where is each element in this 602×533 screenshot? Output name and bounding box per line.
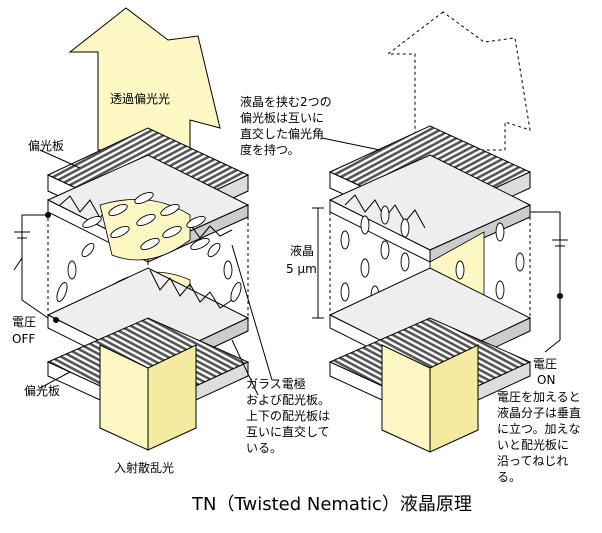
voltage-circuit-off — [13, 212, 59, 323]
on-note-line: る。 — [497, 470, 522, 484]
incident-light-label: 入射散乱光 — [114, 461, 175, 475]
electrode-note: ガラス電極 および配光板。 上下の配光板は 互いに直交して いる。 — [246, 376, 330, 456]
blocked-light-arrow — [386, 11, 531, 151]
electrode-note-line: いる。 — [246, 441, 283, 455]
electrode-note-line: および配光板。 — [246, 393, 331, 407]
left-stack — [13, 7, 273, 451]
incident-light-beam — [99, 344, 197, 451]
diagram-title: TN（Twisted Nematic）液晶原理 — [192, 494, 472, 515]
polarizer-note: 液晶を挟む2つの 偏光板は互いに 直交した偏光角 度を持つ。 — [240, 94, 332, 158]
on-note-line: 沿ってねじれ — [497, 454, 569, 468]
polarizer-note-line: 度を持つ。 — [240, 143, 300, 157]
thickness-value: 5 μm — [286, 262, 317, 276]
electrode-note-line: 上下の配光板は — [246, 409, 331, 423]
polarizer-bottom-label: 偏光板 — [24, 384, 61, 398]
voltage-on-state: ON — [537, 373, 556, 387]
on-note: 電圧を加えると 液晶分子は垂直 に立つ。加えな いと配光板に 沿ってねじれ る。 — [497, 389, 581, 485]
on-note-line: 液晶分子は垂直 — [497, 406, 582, 420]
note-leader — [321, 137, 381, 151]
polarizer-note-line: 偏光板は互いに — [240, 111, 325, 125]
thickness-label: 液晶 — [290, 244, 315, 258]
voltage-circuit-on — [530, 211, 568, 353]
on-note-line: 電圧を加えると — [497, 390, 581, 404]
polarizer-note-line: 液晶を挟む2つの — [240, 95, 332, 109]
polarizer-top-label: 偏光板 — [28, 139, 65, 153]
polarizer-note-line: 直交した偏光角 — [240, 127, 325, 141]
voltage-on-label: 電圧 — [533, 357, 558, 371]
electrode-note-line: 互いに直交して — [246, 425, 330, 439]
right-incident-light-beam — [381, 344, 479, 453]
thickness-bracket — [312, 207, 324, 319]
electrode-note-line: ガラス電極 — [246, 377, 306, 391]
voltage-off-label: 電圧 — [12, 315, 37, 329]
on-note-line: に立つ。加えな — [497, 422, 581, 436]
leader-lines — [39, 149, 273, 396]
on-note-line: いと配光板に — [497, 438, 570, 452]
voltage-off-state: OFF — [12, 332, 36, 346]
right-stack — [312, 11, 568, 453]
transmitted-light-arrow — [68, 7, 221, 151]
transmitted-light-label: 透過偏光光 — [110, 92, 171, 106]
